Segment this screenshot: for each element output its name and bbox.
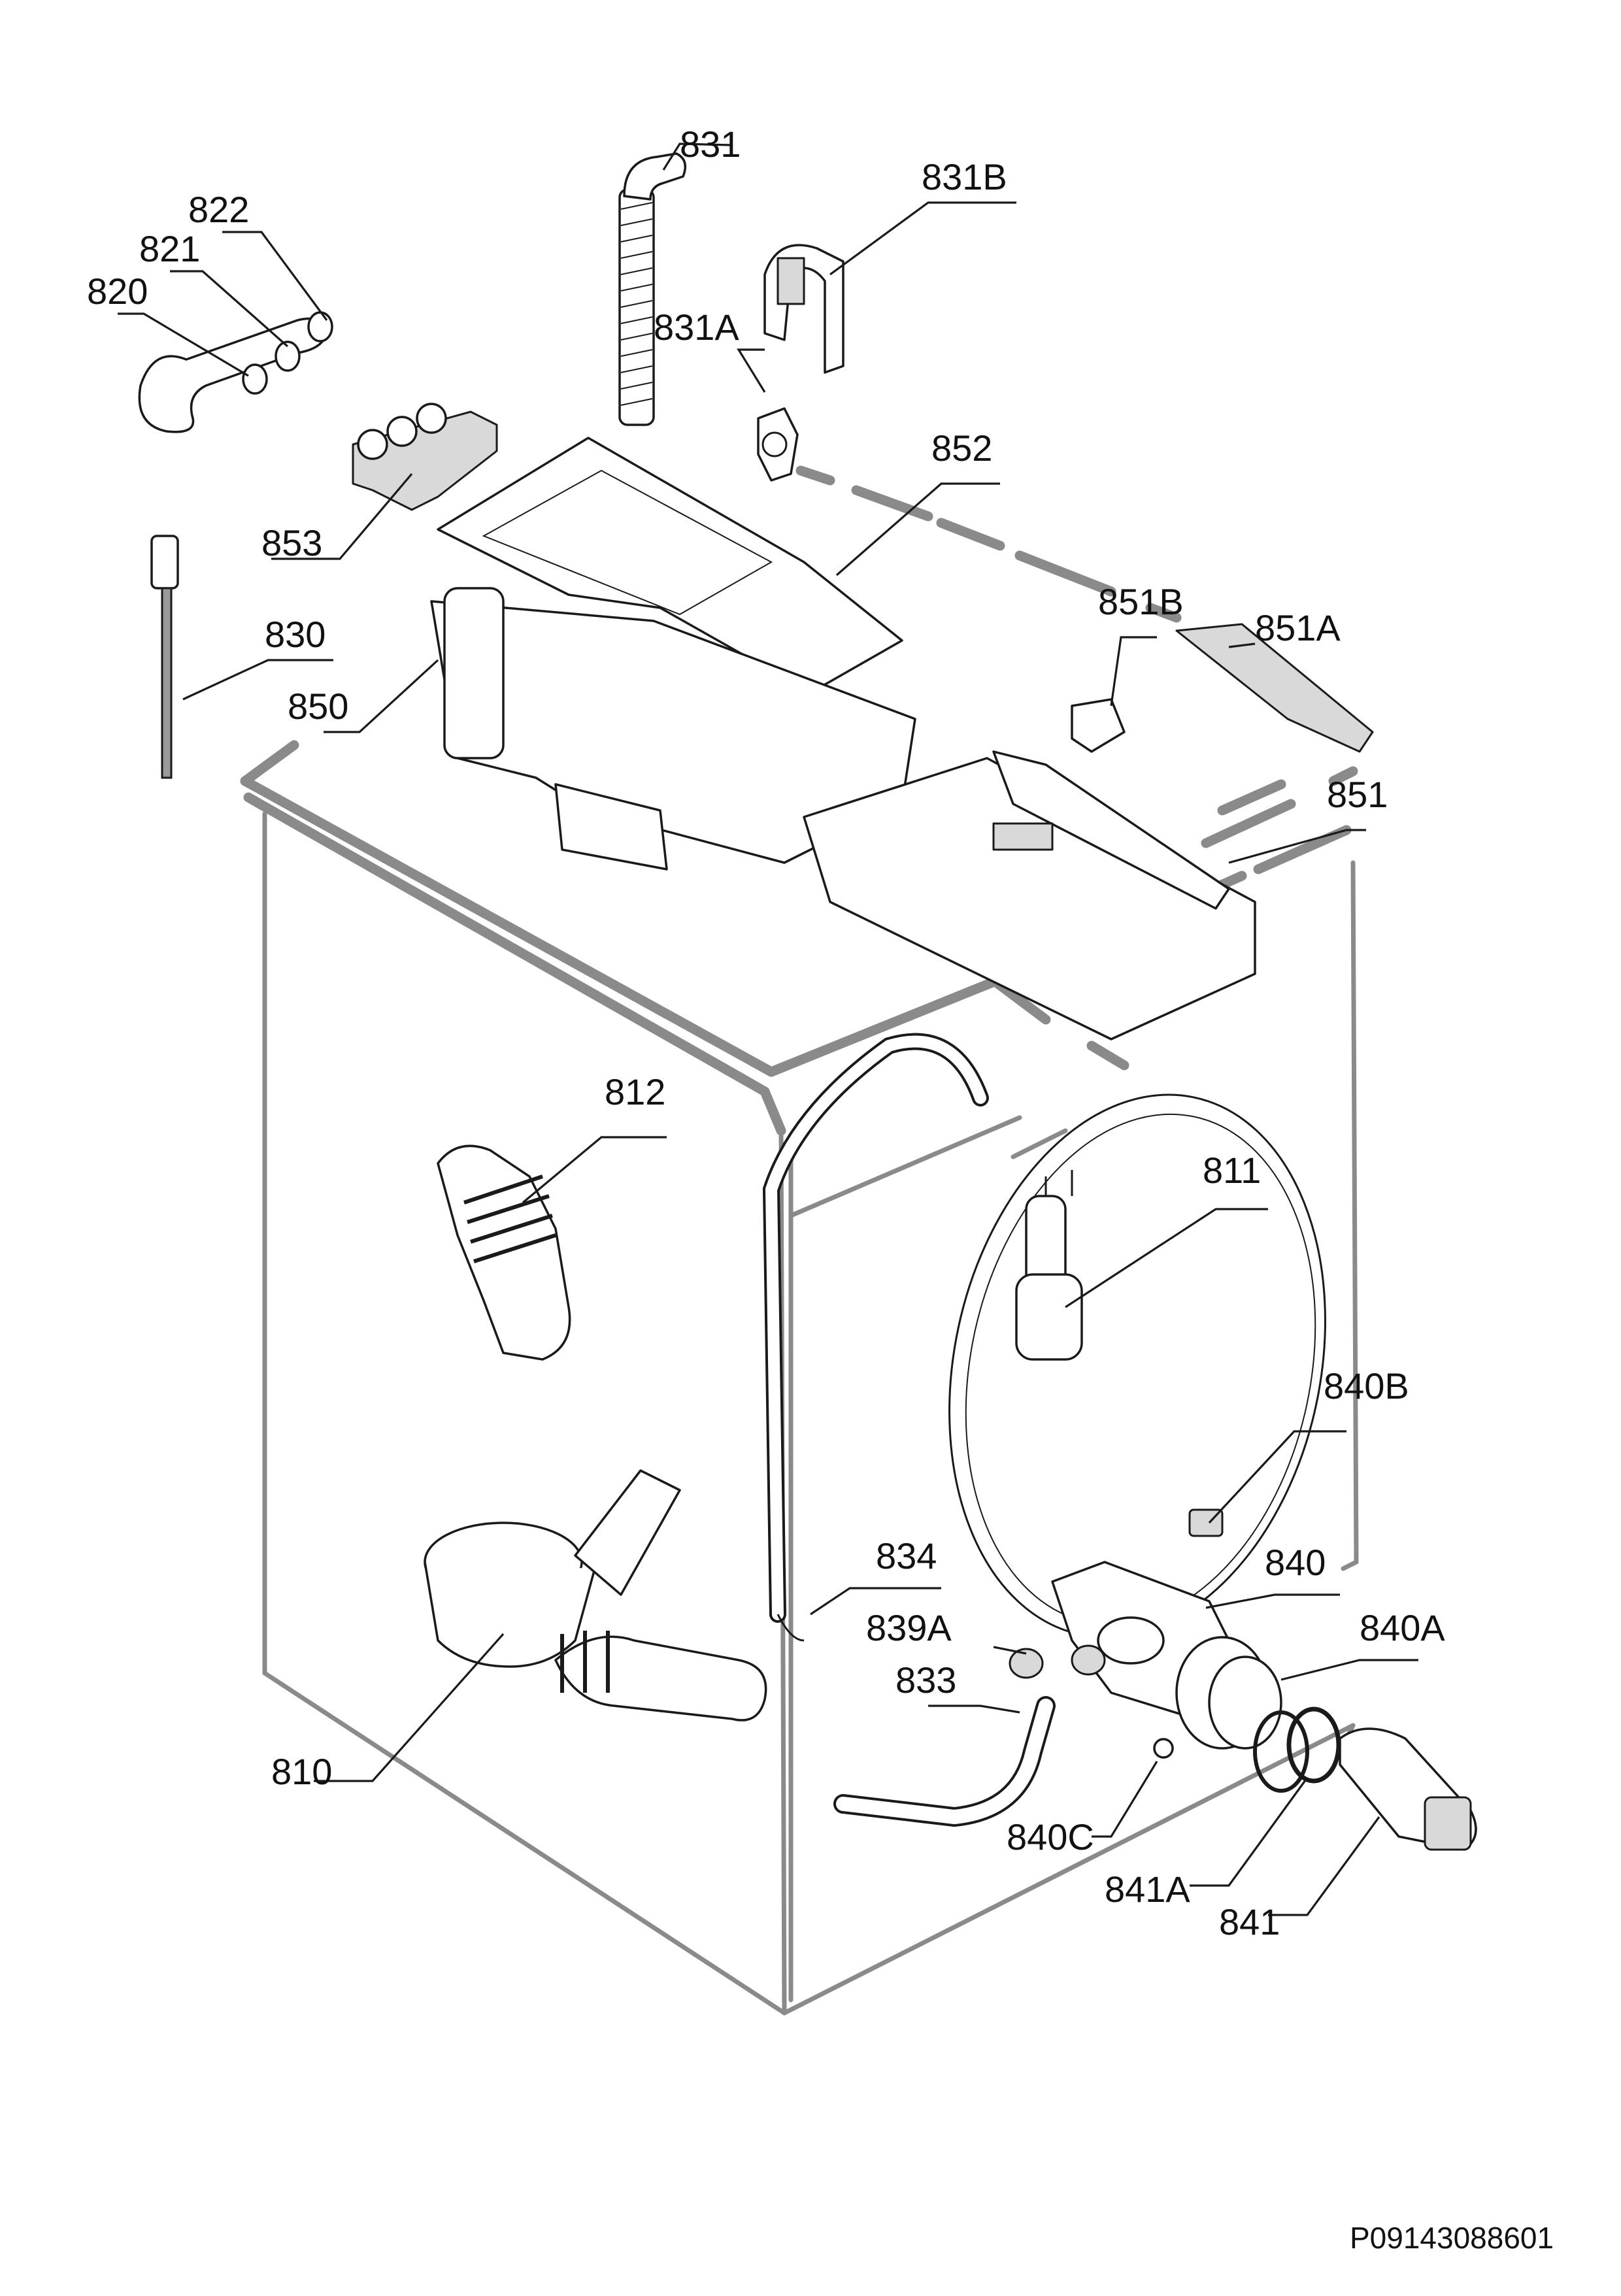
nut-840C <box>1153 1738 1174 1759</box>
inlet-hose-830 <box>150 535 179 779</box>
clip-851B <box>1071 698 1126 753</box>
dispenser-lid-852 <box>437 437 903 694</box>
drain-hose-831 <box>618 152 687 426</box>
label-812: 812 <box>605 1071 665 1112</box>
label-830: 830 <box>265 614 326 655</box>
pressure-chamber-811 <box>1015 1170 1083 1361</box>
label-851: 851 <box>1327 774 1388 815</box>
hose-bend-831B <box>763 244 844 374</box>
bellows-812 <box>437 1144 571 1361</box>
internal-hose <box>762 1033 989 1642</box>
label-852: 852 <box>931 427 992 469</box>
label-840B: 840B <box>1324 1365 1409 1406</box>
label-831A: 831A <box>654 307 739 348</box>
label-851A: 851A <box>1255 607 1341 648</box>
leader-lines <box>118 142 1418 1916</box>
label-840: 840 <box>1265 1542 1326 1583</box>
handle-851A <box>1175 623 1374 753</box>
label-834: 834 <box>876 1535 937 1576</box>
dispenser-drawer-851 <box>803 750 1256 1040</box>
o-ring-841A <box>1286 1706 1341 1784</box>
label-840A: 840A <box>1360 1607 1445 1648</box>
label-833: 833 <box>895 1659 956 1701</box>
label-850: 850 <box>288 686 348 727</box>
label-820: 820 <box>87 271 148 312</box>
hoses-820-822 <box>138 311 333 433</box>
label-841: 841 <box>1219 1901 1280 1942</box>
plug-839A <box>1009 1644 1106 1679</box>
filter-841 <box>1339 1727 1477 1851</box>
label-831B: 831B <box>922 156 1007 197</box>
part-labels: 831 831B 822 821 820 831A 852 853 830 85… <box>87 124 1445 1942</box>
label-851B: 851B <box>1098 581 1184 622</box>
diagram-code: P09143088601 <box>1350 2221 1554 2255</box>
label-853: 853 <box>261 522 322 563</box>
sump-810 <box>424 1469 767 1722</box>
label-840C: 840C <box>1007 1816 1094 1857</box>
hose-833 <box>833 1696 1056 1827</box>
label-839A: 839A <box>866 1607 952 1648</box>
label-810: 810 <box>271 1751 332 1792</box>
label-841A: 841A <box>1105 1869 1190 1910</box>
label-831: 831 <box>680 124 741 165</box>
valve-853 <box>352 403 498 511</box>
pump-840 <box>1051 1561 1309 1793</box>
label-811: 811 <box>1203 1150 1261 1191</box>
dispenser-housing-850 <box>430 587 916 871</box>
label-821: 821 <box>139 228 200 269</box>
label-822: 822 <box>188 189 249 230</box>
clip-831A <box>757 407 799 482</box>
